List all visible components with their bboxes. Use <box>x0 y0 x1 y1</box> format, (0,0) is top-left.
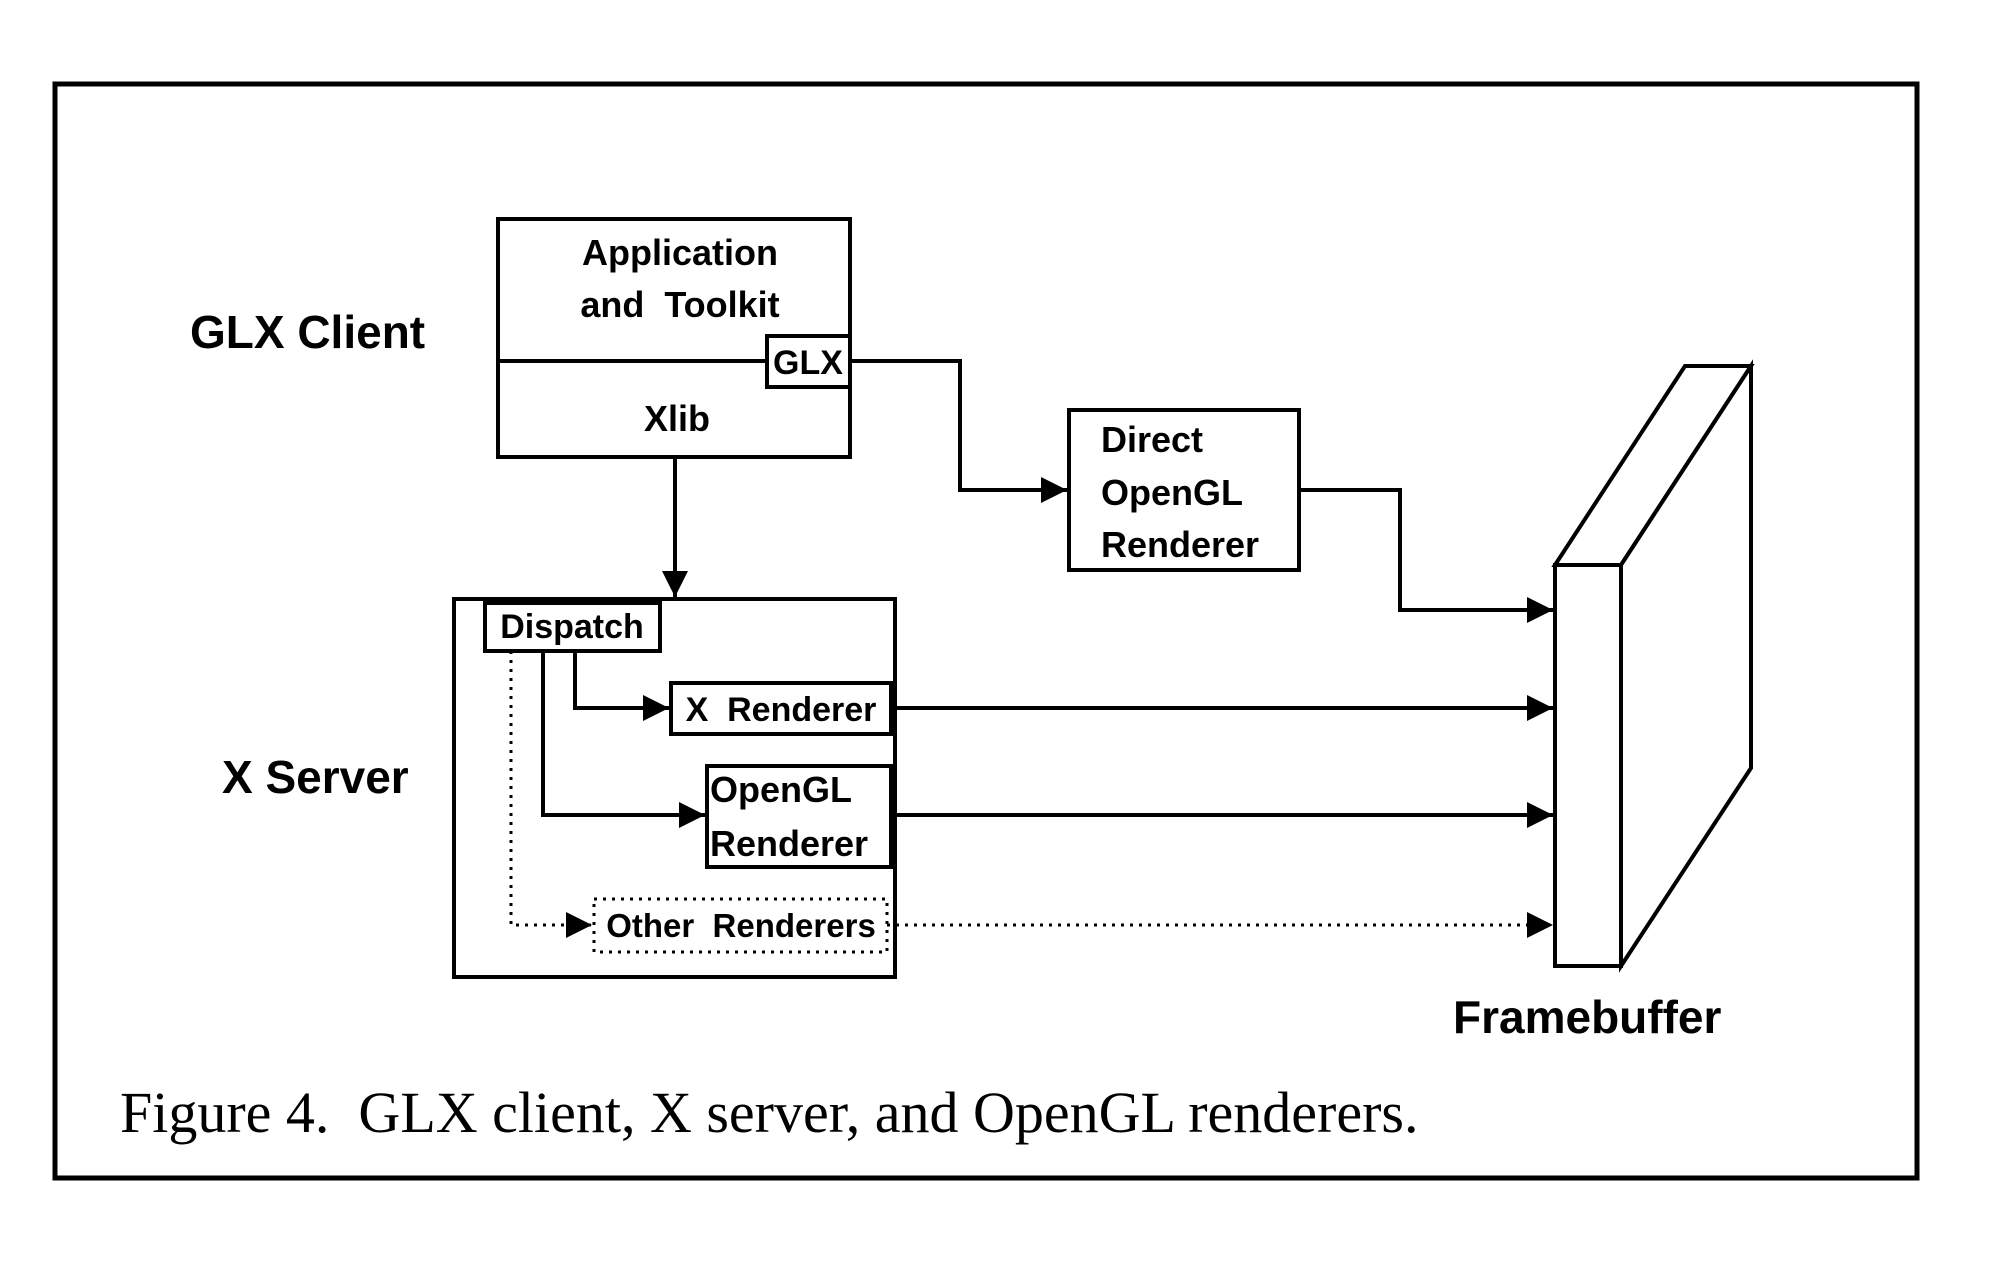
other-renderers-box <box>592 897 889 954</box>
x-server-label: X Server <box>222 751 409 803</box>
dispatch-to-opengl-renderer-arrow <box>541 651 705 828</box>
glx-to-direct-arrow <box>850 359 1067 503</box>
direct-opengl-label: OpenGL <box>1101 472 1243 513</box>
xlib-label: Xlib <box>644 398 710 439</box>
opengl-renderer-label-line2: Renderer <box>710 823 868 864</box>
direct-label: Direct <box>1101 419 1203 460</box>
x-renderer-box <box>669 681 893 736</box>
toolkit-label: and Toolkit <box>580 284 779 325</box>
dispatch-to-x-renderer-arrow <box>573 651 669 721</box>
other-renderers-label: Other Renderers <box>606 907 876 944</box>
figure-caption: Figure 4. GLX client, X server, and Open… <box>120 1080 1419 1145</box>
dispatch-label: Dispatch <box>500 608 644 646</box>
direct-to-framebuffer-arrow <box>1299 488 1553 623</box>
dispatch-box <box>483 601 662 653</box>
application-label: Application <box>582 232 778 273</box>
direct-renderer-label: Renderer <box>1101 524 1259 565</box>
glx-label: GLX <box>773 344 843 382</box>
opengl-renderer-label-line1: OpenGL <box>710 769 852 810</box>
glx-client-label: GLX Client <box>190 306 425 358</box>
framebuffer-label: Framebuffer <box>1453 991 1721 1043</box>
dispatch-to-other-renderers-arrow <box>509 651 592 938</box>
figure-frame <box>52 81 1920 1181</box>
direct-opengl-renderer-box <box>1067 408 1301 572</box>
framebuffer-shape <box>1551 359 1755 973</box>
x-renderer-label: X Renderer <box>686 691 877 729</box>
